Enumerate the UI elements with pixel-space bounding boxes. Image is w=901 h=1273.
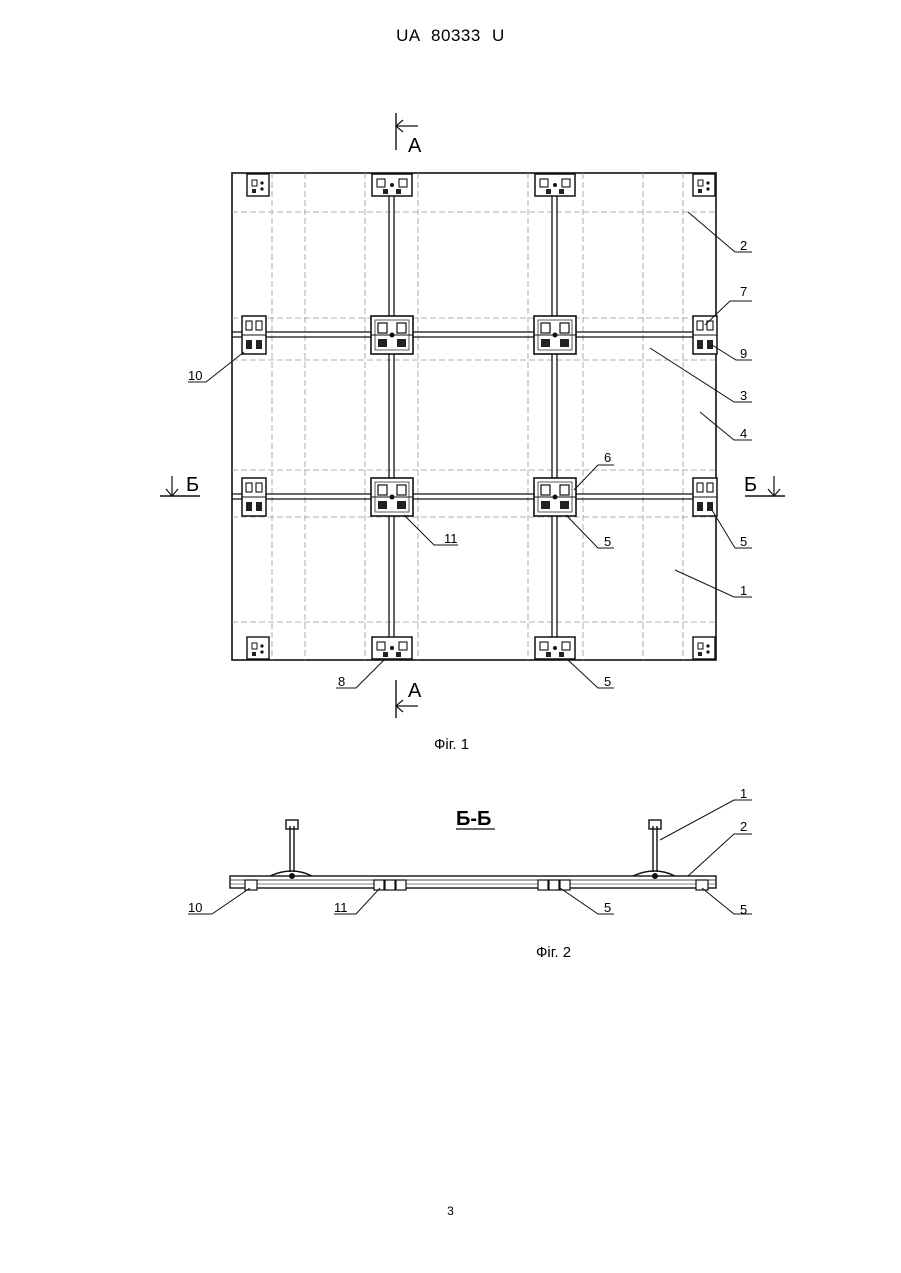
fig2-callout-5-right: 5 (740, 902, 747, 917)
callout-8: 8 (338, 674, 345, 689)
callout-4: 4 (740, 426, 747, 441)
fig2-callout-1: 1 (740, 786, 747, 801)
callout-3: 3 (740, 388, 747, 403)
callout-6: 6 (604, 450, 611, 465)
callout-1: 1 (740, 583, 747, 598)
callout-2: 2 (740, 238, 747, 253)
section-mark-b-left: Б (186, 474, 199, 496)
figure-1-caption: Фіг. 1 (434, 736, 469, 753)
section-title: Б-Б (456, 808, 491, 830)
fig2-callout-5-center: 5 (604, 900, 611, 915)
figure-2-section: Б-Б (188, 786, 752, 917)
fig2-callout-2: 2 (740, 819, 747, 834)
page-number: 3 (0, 1204, 901, 1218)
callout-11: 11 (444, 531, 458, 546)
callout-5-center: 5 (604, 534, 611, 549)
section-mark-b-right: Б (744, 474, 757, 496)
fig2-callout-11: 11 (334, 900, 348, 915)
section-mark-a-top: А (408, 135, 422, 157)
section-mark-a-bottom: А (408, 680, 422, 702)
callout-7: 7 (740, 284, 747, 299)
callout-5-right: 5 (740, 534, 747, 549)
callout-5-bottom: 5 (604, 674, 611, 689)
figure-1-plan: А А Б Б (160, 113, 785, 718)
callout-10: 10 (188, 368, 202, 383)
callout-9: 9 (740, 346, 747, 361)
fig2-callout-10: 10 (188, 900, 202, 915)
figure-2-caption: Фіг. 2 (536, 944, 571, 961)
